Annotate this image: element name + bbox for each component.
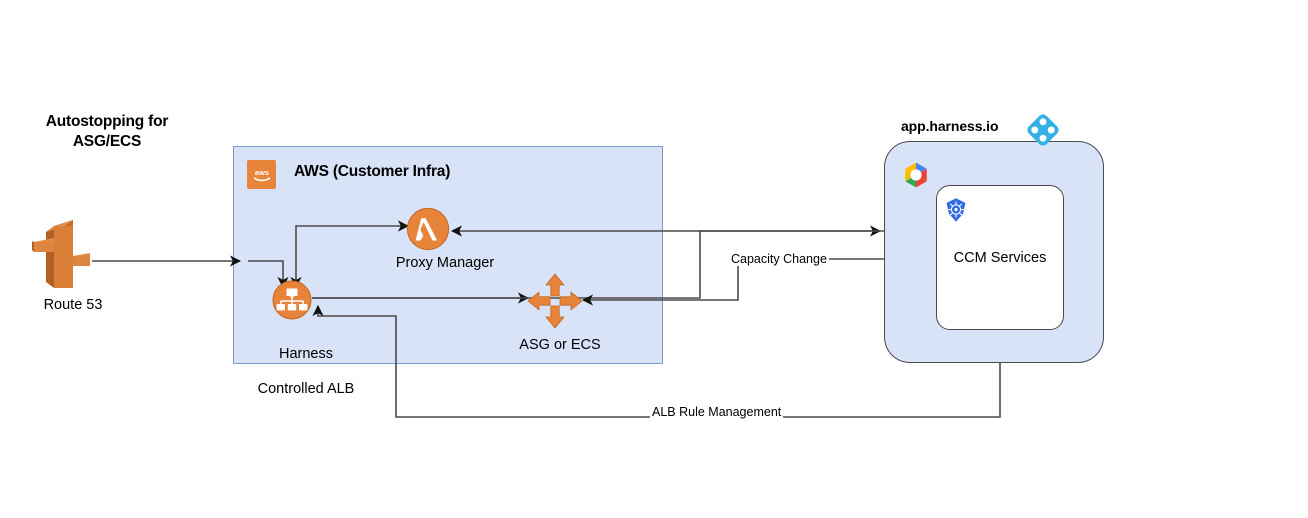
alb-label-line2: Controlled ALB — [257, 381, 355, 398]
svg-text:aws: aws — [254, 168, 268, 177]
ccm-services-label: CCM Services — [953, 250, 1047, 266]
route53-icon — [32, 216, 92, 299]
route53-label: Route 53 — [43, 297, 103, 313]
capacity-change-edge-label: Capacity Change — [729, 252, 829, 266]
alb-label-line1: Harness — [279, 345, 333, 362]
asg-ecs-label: ASG or ECS — [519, 337, 601, 353]
aws-customer-infra-container — [233, 146, 663, 364]
proxy-manager-label: Proxy Manager — [395, 255, 495, 271]
diagram-title-line1: Autostopping for — [45, 113, 169, 130]
harness-domain-label: app.harness.io — [901, 118, 999, 134]
edge-ccm-to-alb-rules — [312, 304, 1001, 418]
google-cloud-icon — [901, 160, 931, 195]
load-balancer-icon — [272, 280, 312, 325]
diagram-title: Autostopping for ASG/ECS — [18, 112, 196, 152]
alb-rule-management-edge-label: ALB Rule Management — [650, 405, 784, 419]
edge-proxy-to-alb — [290, 225, 306, 289]
autoscaling-icon — [526, 272, 584, 335]
harness-logo-icon — [1026, 113, 1060, 152]
edge-route53-into-alb — [248, 260, 289, 289]
aws-logo-icon: aws — [247, 160, 276, 189]
kubernetes-icon — [943, 197, 969, 228]
lambda-icon — [406, 207, 450, 256]
alb-label: Harness Controlled ALB — [236, 328, 376, 416]
ccm-services-box — [936, 185, 1064, 330]
aws-container-label: AWS (Customer Infra) — [294, 163, 451, 180]
diagram-title-line2: ASG/ECS — [72, 132, 142, 150]
